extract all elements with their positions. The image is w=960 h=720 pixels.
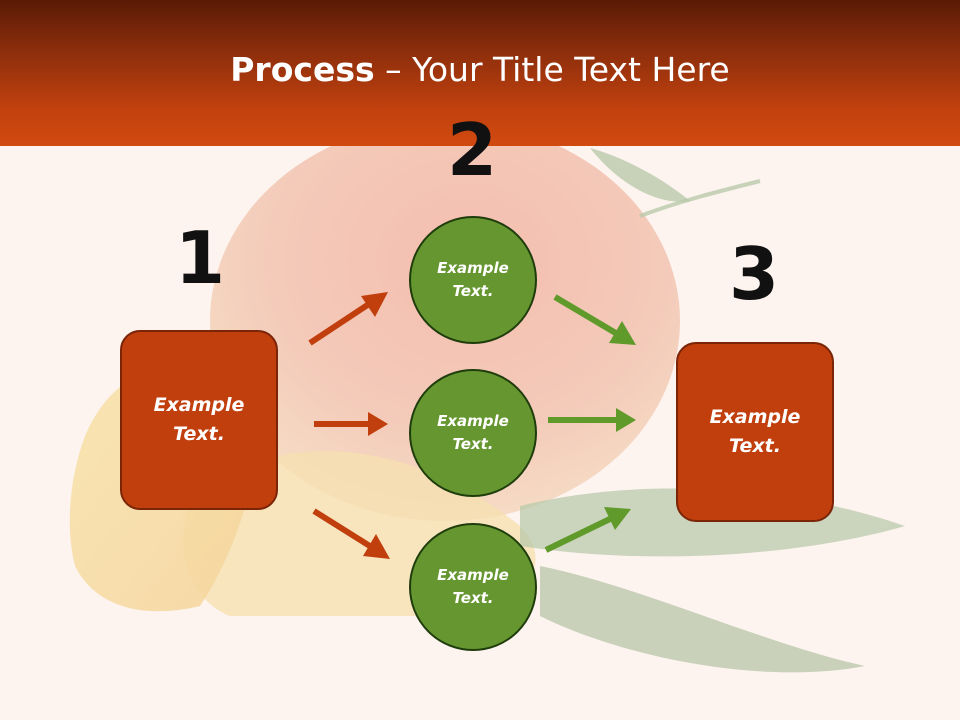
step-3-box-text: Example Text. [709, 406, 801, 457]
title-bold: Process [230, 50, 375, 89]
circle-bottom-text: Example Text. [437, 566, 509, 607]
step-number-2: 2 [446, 108, 498, 192]
circle-middle-text: Example Text. [437, 412, 509, 453]
step-2-circle-bottom[interactable]: Example Text. [409, 523, 537, 651]
title-banner [0, 0, 960, 146]
step-number-1: 1 [174, 216, 226, 300]
step-1-box-text: Example Text. [153, 394, 245, 445]
circle-top-text: Example Text. [437, 259, 509, 300]
step-2-circle-middle[interactable]: Example Text. [409, 369, 537, 497]
step-3-box[interactable]: Example Text. [676, 342, 834, 522]
title-rest: – Your Title Text Here [374, 50, 730, 89]
step-1-box[interactable]: Example Text. [120, 330, 278, 510]
slide-title[interactable]: Process – Your Title Text Here [0, 50, 960, 89]
step-number-3: 3 [728, 232, 780, 316]
step-2-circle-top[interactable]: Example Text. [409, 216, 537, 344]
